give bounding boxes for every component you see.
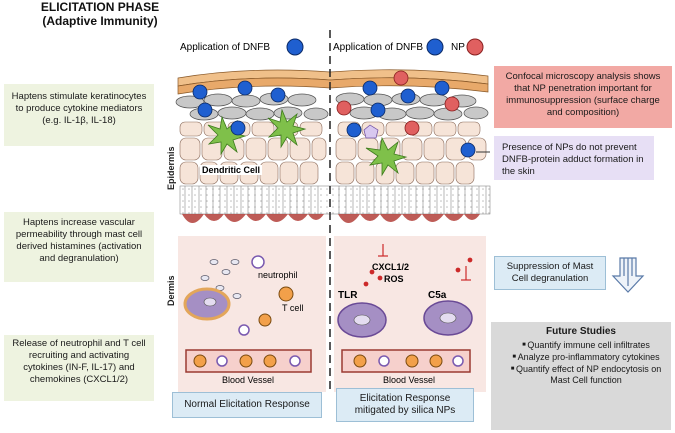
legend-right: Application of DNFB [333,42,423,53]
future-studies-box: Future Studies Quantify immune cell infi… [491,322,671,430]
future-study-item: Quantify immune cell infiltrates [505,340,667,351]
dnfb-legend-dot-right [426,38,444,56]
mast-cell-left-nucleus [203,297,217,307]
legend-left: Application of DNFB [180,42,270,53]
dendritic-cell-label: Dendritic Cell [200,165,263,175]
normal-response-caption: Normal Elicitation Response [172,392,322,418]
dendritic-cells [207,108,408,177]
epidermis-label: Epidermis [166,146,176,190]
neutrophil-cell [251,255,265,269]
granular-layer [175,92,489,121]
blood-vessel-left [185,349,312,373]
t-cell-left-2 [258,313,272,327]
note-confocal-analysis: Confocal microscopy analysis shows that … [494,66,672,128]
ros-label: ROS [384,274,404,284]
right-mast-cells [337,300,473,338]
dnfb-legend-dot-left [286,38,304,56]
down-arrow-icon [611,257,645,293]
dermal-papillae [182,214,480,223]
diagram-title: ELICITATION PHASE (Adaptive Immunity) [0,0,200,28]
blood-vessel-right-label: Blood Vessel [383,375,436,385]
future-study-item: Analyze pro-inflammatory cytokines [505,352,667,363]
c5a-label: C5a [428,290,447,301]
blood-vessel-left-label: Blood Vessel [222,375,275,385]
note-haptens-keratinocytes: Haptens stimulate keratinocytes to produ… [4,84,154,146]
note-adduct-formation: Presence of NPs do not prevent DNFB-prot… [494,136,654,180]
blood-vessel-right [341,349,471,373]
legend-dnfb-left-label: Application of DNFB [180,42,271,53]
stratum-corneum [177,69,489,95]
future-studies-list: Quantify immune cell infiltrates Analyze… [495,340,667,386]
mitigated-response-caption: Elicitation Response mitigated by silica… [336,388,474,422]
neutrophil-label: neutrophil [258,270,298,280]
t-cell-left [278,286,294,302]
tlr-label: TLR [338,290,358,301]
dnfb-particles [192,80,476,158]
title-line-2: (Adaptive Immunity) [42,14,158,28]
legend-np-label: NP [451,42,465,53]
t-cell-label: T cell [282,303,304,313]
note-mast-suppression: Suppression of Mast Cell degranulation [494,256,606,290]
note-cytokine-release: Release of neutrophil and T cell recruit… [4,335,154,401]
title-line-1: ELICITATION PHASE [40,0,160,14]
neutrophil-left-2 [238,324,250,336]
cxcl-label: CXCL1/2 [372,262,410,272]
future-study-item: Quantify effect of NP endocytosis on Mas… [505,364,667,386]
np-particles [336,70,460,136]
basal-layer [179,185,491,215]
np-adduct-marker [363,124,379,139]
np-legend-dot [466,38,484,56]
ros-signals [363,244,473,287]
legend-dnfb-right-label: Application of DNFB [333,42,424,53]
future-studies-title: Future Studies [545,326,616,337]
note-vascular-permeability: Haptens increase vascular permeability t… [4,212,154,282]
dermis-label: Dermis [166,275,176,306]
